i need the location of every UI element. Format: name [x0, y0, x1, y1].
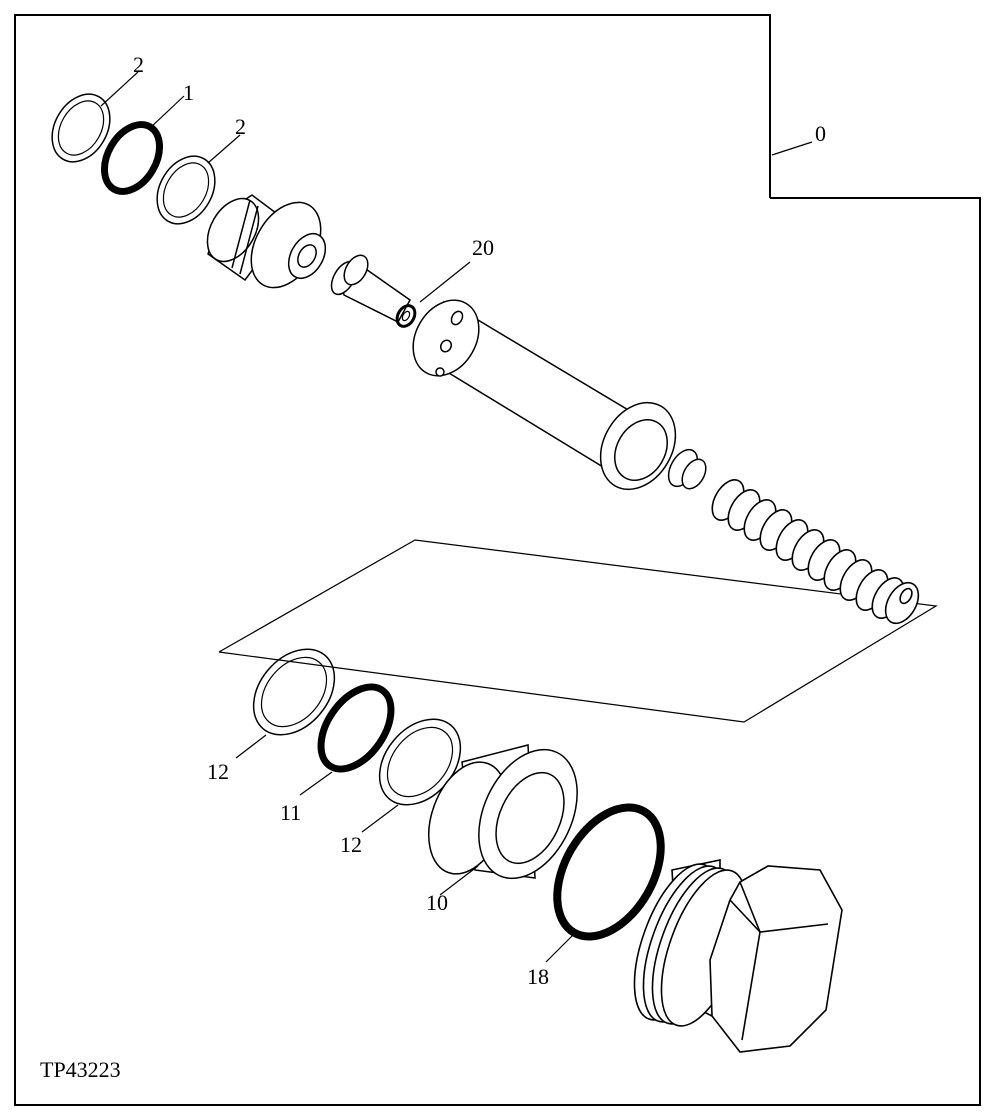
callout-12a: 12 — [207, 759, 229, 784]
callout-11: 11 — [280, 800, 301, 825]
valve-sleeve — [412, 299, 677, 491]
backup-ring-2a — [51, 93, 111, 163]
subassembly-outline — [218, 539, 938, 723]
pilot-pin — [330, 254, 411, 323]
figure-id: TP43223 — [40, 1057, 121, 1082]
callout-12b: 12 — [340, 832, 362, 857]
bushing-10 — [428, 744, 578, 880]
callout-2b: 2 — [235, 114, 246, 139]
small-seal-20 — [395, 304, 417, 328]
callout-0: 0 — [815, 121, 826, 146]
spring-guide — [667, 448, 707, 490]
callout-10: 10 — [426, 890, 448, 915]
spring — [711, 479, 920, 625]
o-ring-18 — [553, 803, 665, 941]
hex-plug — [633, 859, 843, 1053]
o-ring-11 — [317, 683, 395, 773]
callout-18: 18 — [527, 964, 549, 989]
callout-20: 20 — [472, 235, 494, 260]
poppet-seat — [206, 194, 327, 289]
diagram-border — [14, 14, 981, 1106]
leader-lines — [100, 71, 813, 963]
backup-ring-12a — [252, 648, 336, 736]
callout-2a: 2 — [133, 52, 144, 77]
o-ring-1 — [101, 121, 163, 195]
callout-1: 1 — [183, 80, 194, 105]
backup-ring-2b — [156, 155, 216, 225]
